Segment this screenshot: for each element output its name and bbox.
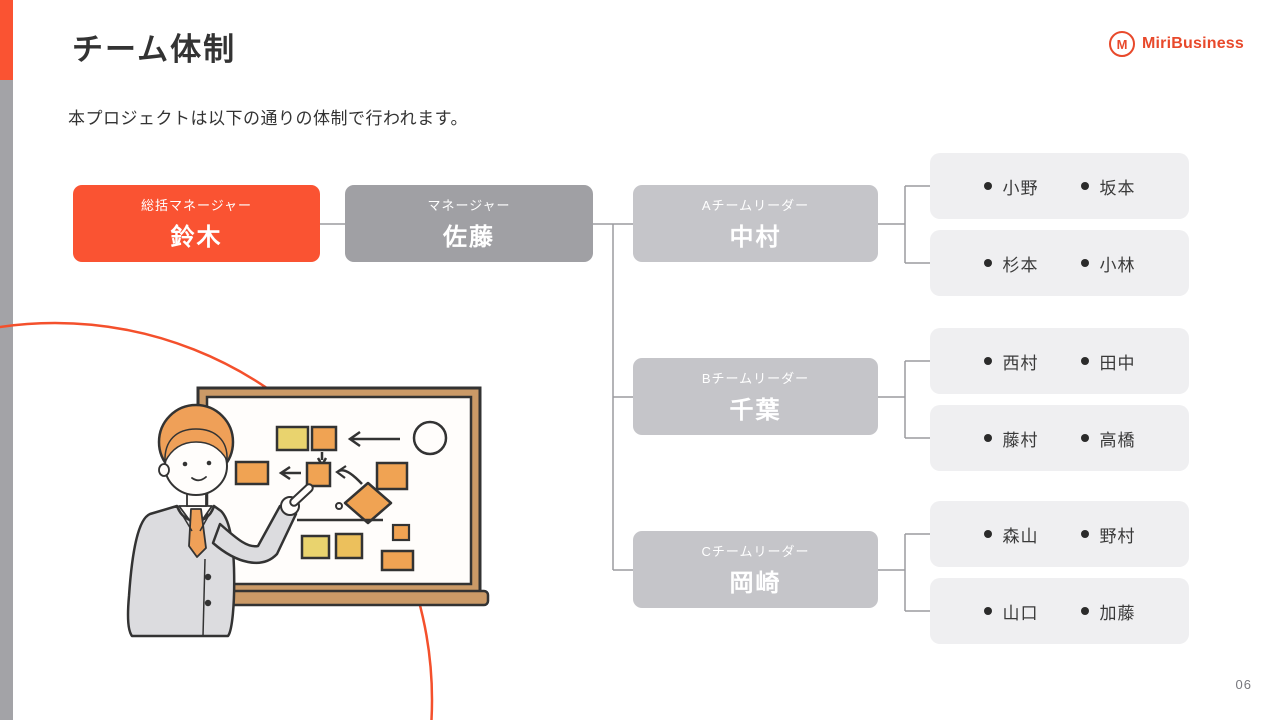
bullet-icon <box>983 530 992 538</box>
member-item: 加藤 <box>1080 599 1136 624</box>
member-box-team-b-2: 藤村 高橋 <box>930 405 1189 471</box>
role-label: 総括マネージャー <box>140 198 253 213</box>
bullet-icon <box>983 434 992 442</box>
member-name: 杉本 <box>1002 255 1039 275</box>
bullet-icon <box>1080 259 1089 267</box>
org-node-manager: マネージャー 佐藤 <box>345 185 593 262</box>
member-item: 坂本 <box>1080 174 1136 199</box>
person-name: 岡崎 <box>729 570 782 597</box>
member-name: 藤村 <box>1002 430 1039 450</box>
member-name: 森山 <box>1002 526 1039 546</box>
presenter-person-icon <box>126 403 314 638</box>
page-title: チーム体制 <box>72 32 237 67</box>
org-node-team-b-leader: Bチームリーダー 千葉 <box>633 358 878 435</box>
member-name: 田中 <box>1099 353 1136 373</box>
member-item: 森山 <box>983 522 1039 547</box>
presenter-illustration <box>0 321 490 720</box>
left-accent-bar-orange <box>0 0 13 80</box>
member-name: 小野 <box>1002 178 1039 198</box>
member-box-team-b-1: 西村 田中 <box>930 328 1189 394</box>
member-item: 山口 <box>983 599 1039 624</box>
member-item: 藤村 <box>983 426 1039 451</box>
logo-text: MiriBusiness <box>1142 35 1244 52</box>
member-name: 山口 <box>1002 603 1039 623</box>
member-box-team-c-2: 山口 加藤 <box>930 578 1189 644</box>
bullet-icon <box>1080 357 1089 365</box>
org-node-team-c-leader: Cチームリーダー 岡崎 <box>633 531 878 608</box>
role-label: Bチームリーダー <box>701 371 810 386</box>
member-item: 高橋 <box>1080 426 1136 451</box>
bullet-icon <box>983 607 992 615</box>
role-label: Aチームリーダー <box>701 198 810 213</box>
org-node-general-manager: 総括マネージャー 鈴木 <box>73 185 320 262</box>
whiteboard-icon <box>188 386 490 607</box>
member-name: 野村 <box>1099 526 1136 546</box>
slide-description: 本プロジェクトは以下の通りの体制で行われます。 <box>68 109 468 128</box>
person-name: 鈴木 <box>170 224 223 251</box>
left-accent-bar-gray <box>0 0 13 720</box>
person-name: 中村 <box>729 224 782 251</box>
bullet-icon <box>983 357 992 365</box>
member-name: 西村 <box>1002 353 1039 373</box>
person-name: 佐藤 <box>443 224 495 251</box>
member-item: 西村 <box>983 349 1039 374</box>
member-item: 小野 <box>983 174 1039 199</box>
bullet-icon <box>1080 530 1089 538</box>
member-name: 高橋 <box>1099 430 1136 450</box>
bullet-icon <box>983 259 992 267</box>
member-name: 加藤 <box>1099 603 1136 623</box>
decorative-arc <box>0 321 434 720</box>
member-item: 野村 <box>1080 522 1136 547</box>
bullet-icon <box>983 182 992 190</box>
member-box-team-c-1: 森山 野村 <box>930 501 1189 567</box>
member-box-team-a-2: 杉本 小林 <box>930 230 1189 296</box>
person-name: 千葉 <box>729 397 782 424</box>
member-item: 田中 <box>1080 349 1136 374</box>
logo-m-icon: M <box>1109 31 1135 57</box>
member-name: 坂本 <box>1099 178 1136 198</box>
bullet-icon <box>1080 434 1089 442</box>
role-label: Cチームリーダー <box>701 544 810 559</box>
member-box-team-a-1: 小野 坂本 <box>930 153 1189 219</box>
brand-logo: M MiriBusiness <box>1109 31 1244 57</box>
member-name: 小林 <box>1099 255 1136 275</box>
bullet-icon <box>1080 607 1089 615</box>
member-item: 杉本 <box>983 251 1039 276</box>
page-number: 06 <box>1235 677 1252 692</box>
org-node-team-a-leader: Aチームリーダー 中村 <box>633 185 878 262</box>
bullet-icon <box>1080 182 1089 190</box>
role-label: マネージャー <box>427 198 511 213</box>
member-item: 小林 <box>1080 251 1136 276</box>
